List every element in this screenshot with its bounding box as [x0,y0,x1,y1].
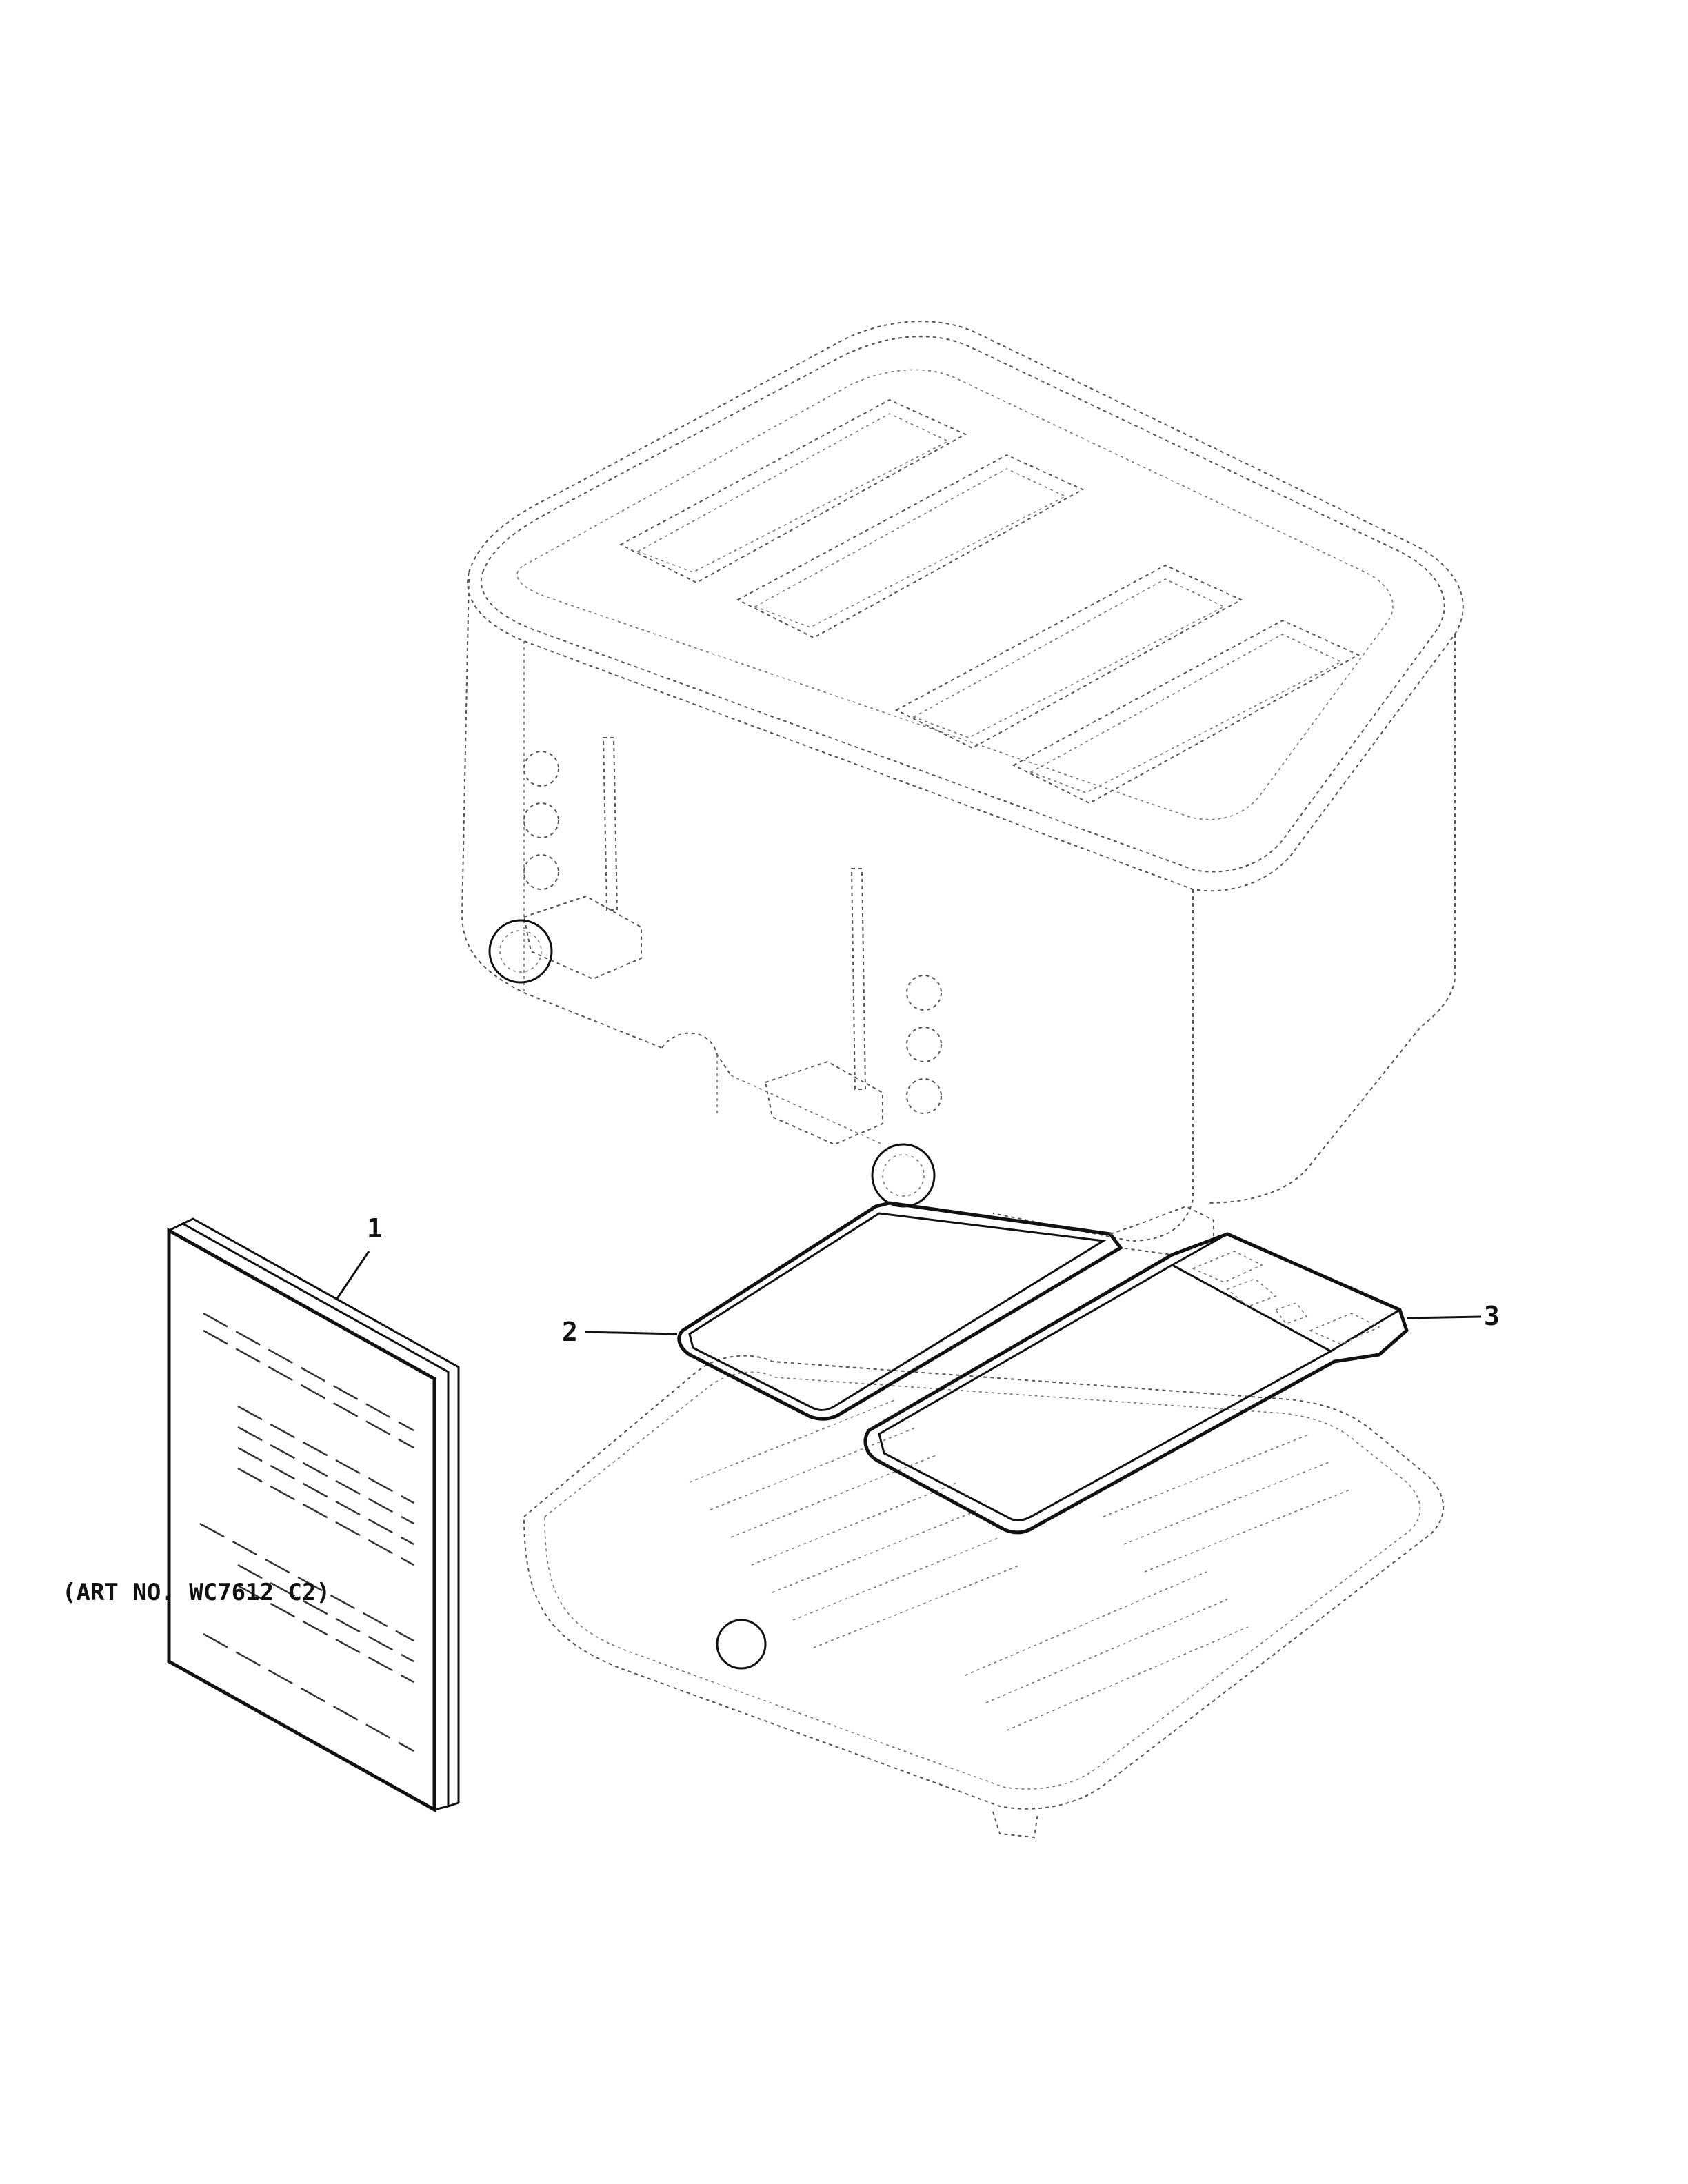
callout-3: 3 [1484,1301,1500,1331]
left-browning-knob [488,919,553,984]
manual-text-lines [199,1312,414,1752]
crumb-tray-right [863,1232,1409,1535]
toaster-body-ghost [461,321,1464,1242]
base-vent-grid [689,1399,1352,1731]
left-lever [523,895,642,980]
toaster-base-ghost [523,1355,1445,1839]
art-number-caption: (ART NO. WC7612 C2) [62,1579,330,1606]
leader-line-3 [1406,1315,1482,1320]
leader-line-2 [584,1331,678,1335]
owners-manual [167,1217,460,1813]
callout-2: 2 [562,1317,578,1347]
crumb-tray-left [677,1201,1214,1421]
callout-1: 1 [367,1213,383,1244]
leader-line-1 [335,1251,370,1300]
base-logo-emblem [716,1619,767,1670]
right-lever [764,1060,883,1146]
right-browning-knob [871,1143,936,1208]
right-control-buttons [850,868,942,1114]
bread-slots [619,398,1360,805]
left-control-buttons [523,737,619,911]
